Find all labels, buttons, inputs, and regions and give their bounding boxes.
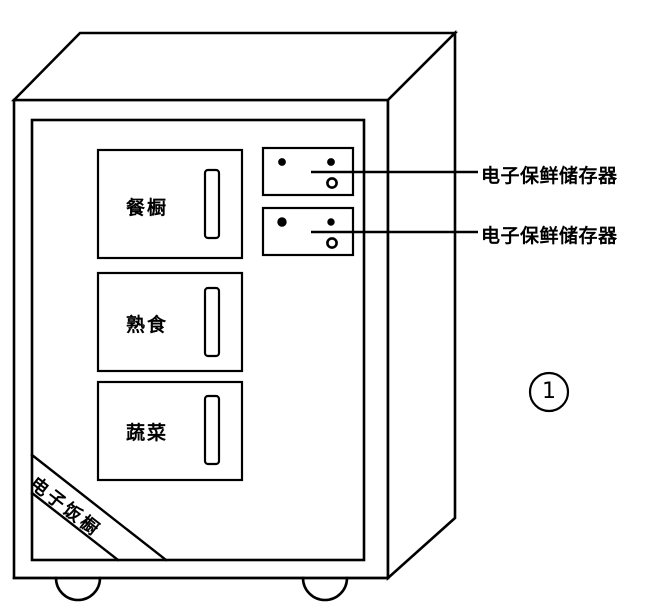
drawer-label-3: 蔬菜 <box>126 422 169 444</box>
cabinet-top-face <box>10 31 459 102</box>
drawer-panel-3 <box>96 380 244 482</box>
caster-right <box>301 576 349 602</box>
callout-label-module-1: 电子保鲜储存器 <box>481 165 618 187</box>
callout-label-module-2: 电子保鲜储存器 <box>481 225 618 247</box>
banner-edge-upper <box>30 453 168 562</box>
figure-number-circle <box>528 371 570 413</box>
module-1-indicator-dot-right <box>327 158 335 166</box>
caster-left <box>54 576 102 602</box>
drawer-handle-2 <box>203 286 221 358</box>
drawer-handle-1 <box>203 168 221 240</box>
drawer-panel-2 <box>96 271 244 373</box>
module-2-indicator-dot-right <box>327 218 335 226</box>
drawer-label-1: 餐橱 <box>126 197 169 219</box>
drawer-panel-1 <box>96 148 244 260</box>
module-1-indicator-dot-left <box>278 158 286 166</box>
drawer-handle-3 <box>203 394 221 466</box>
figure-number-label: 1 <box>542 379 556 404</box>
drawer-label-2: 熟食 <box>126 314 169 336</box>
banner-edge-lower <box>30 491 120 562</box>
module-2-indicator-ring <box>326 237 338 249</box>
module-2-indicator-dot-left <box>277 217 287 227</box>
module-1-indicator-ring <box>326 177 338 189</box>
cabinet-right-side-face <box>386 29 457 581</box>
